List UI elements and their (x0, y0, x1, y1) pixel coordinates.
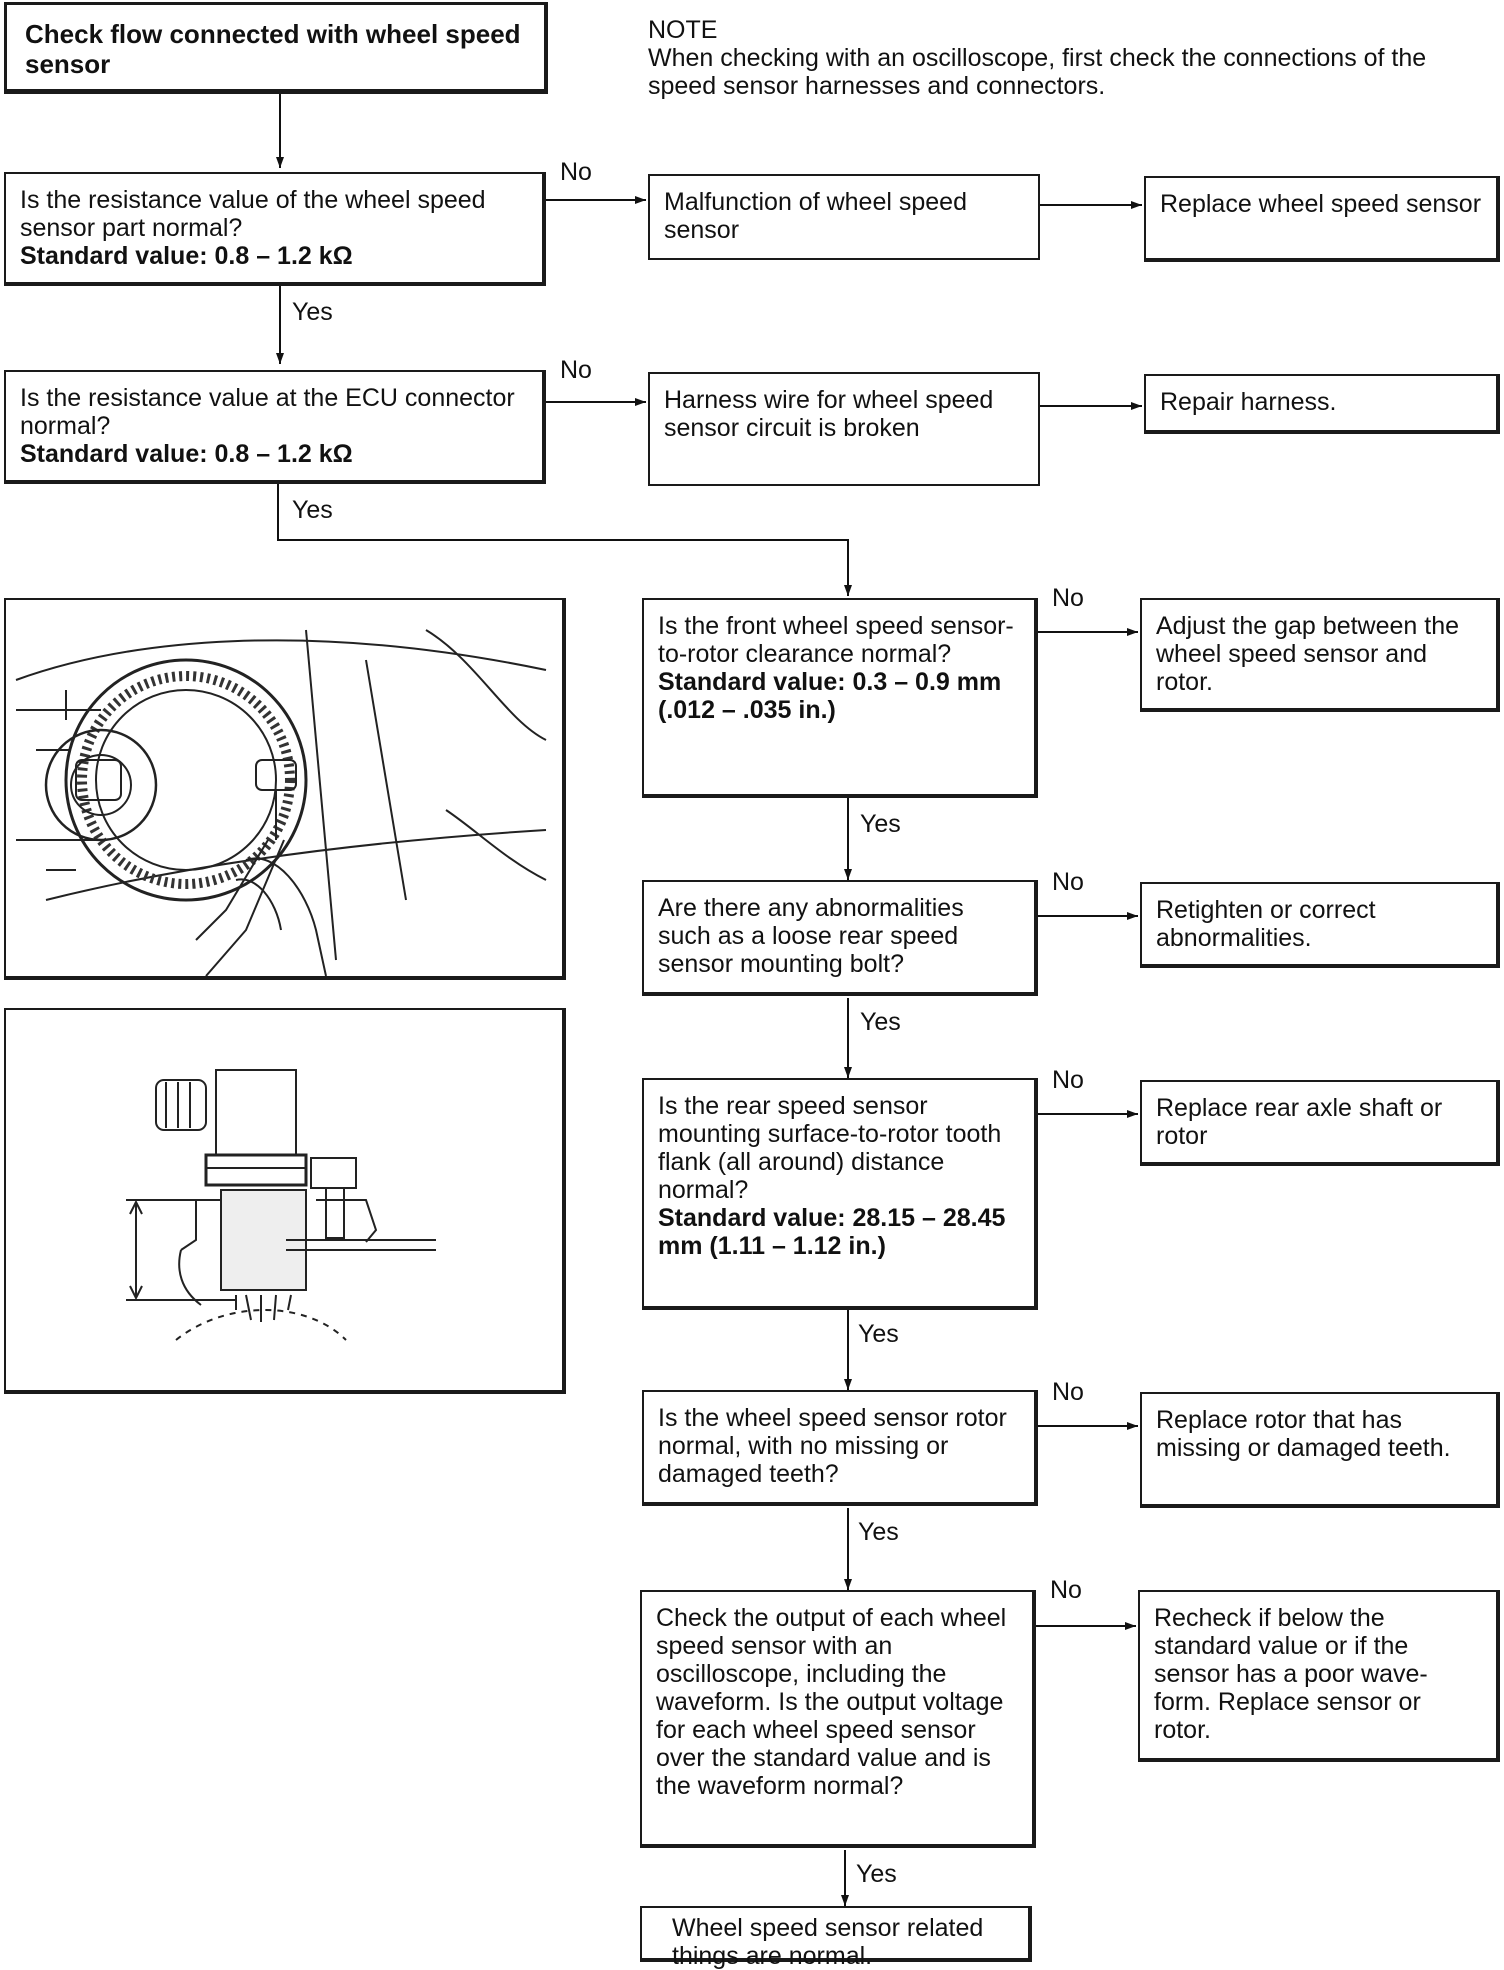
step-7-no-label: No (1050, 1576, 1082, 1604)
rear-sensor-illustration (126, 1069, 436, 1341)
action-3-text: Adjust the gap between the wheel speed s… (1156, 612, 1460, 696)
step-3-yes-label: Yes (860, 810, 901, 838)
step-4-no-label: No (1052, 868, 1084, 896)
front-wheel-sensor-illustration (15, 629, 547, 976)
action-2-text: Repair harness. (1160, 388, 1337, 416)
action-6-box: Replace rotor that has missing or damage… (1140, 1392, 1500, 1508)
step-1-standard: Standard value: 0.8 – 1.2 kΩ (20, 242, 353, 270)
step-7-question: Check the output of each wheel speed sen… (656, 1604, 1007, 1800)
action-3-box: Adjust the gap between the wheel speed s… (1140, 598, 1500, 712)
step-3-box: Is the front wheel speed sensor-to-rotor… (642, 598, 1038, 798)
action-6-text: Replace rotor that has missing or damage… (1156, 1406, 1451, 1462)
step-6-yes-label: Yes (858, 1518, 899, 1546)
step-3-no-label: No (1052, 584, 1084, 612)
step-2-standard: Standard value: 0.8 – 1.2 kΩ (20, 440, 353, 468)
diagnosis-1-box: Malfunction of wheel speed sensor (648, 174, 1040, 260)
step-5-question: Is the rear speed sensor mounting surfac… (658, 1092, 1002, 1204)
rear-sensor-mounting-figure (4, 1008, 566, 1394)
step-2-box: Is the resistance value at the ECU conne… (4, 370, 546, 484)
final-result-box: Wheel speed sensor related things are no… (640, 1906, 1032, 1970)
step-3-standard: Standard value: 0.3 – 0.9 mm (.012 – .03… (658, 668, 1002, 724)
step-5-yes-label: Yes (858, 1320, 899, 1348)
action-7-box: Recheck if below the standard value or i… (1138, 1590, 1500, 1762)
step-3-question: Is the front wheel speed sensor-to-rotor… (658, 612, 1014, 668)
step-2-no-label: No (560, 356, 592, 384)
step-5-box: Is the rear speed sensor mounting surfac… (642, 1078, 1038, 1310)
step-4-question: Are there any abnormalities such as a lo… (658, 894, 964, 978)
note: NOTE When checking with an oscilloscope,… (648, 16, 1488, 100)
step-6-question: Is the wheel speed sensor rotor normal, … (658, 1404, 1007, 1488)
step-5-no-label: No (1052, 1066, 1084, 1094)
step-4-yes-label: Yes (860, 1008, 901, 1036)
action-1-text: Replace wheel speed sensor (1160, 190, 1482, 218)
arrow-step2-to-step3 (277, 484, 852, 596)
step-2-yes-label: Yes (292, 496, 333, 524)
action-4-box: Retighten or correct abnormalities. (1140, 882, 1500, 968)
final-result-text: Wheel speed sensor related things are no… (672, 1914, 984, 1970)
note-text: When checking with an oscilloscope, firs… (648, 44, 1427, 100)
note-heading: NOTE (648, 16, 718, 44)
step-7-yes-label: Yes (856, 1860, 897, 1888)
step-6-box: Is the wheel speed sensor rotor normal, … (642, 1390, 1038, 1506)
action-4-text: Retighten or correct abnormalities. (1156, 896, 1376, 952)
action-1-box: Replace wheel speed sensor (1144, 176, 1500, 262)
step-6-no-label: No (1052, 1378, 1084, 1406)
diagnosis-2-box: Harness wire for wheel speed sensor circ… (648, 372, 1040, 486)
step-5-standard: Standard value: 28.15 – 28.45 mm (1.11 –… (658, 1204, 1006, 1260)
flow-title-box: Check flow connected with wheel speed se… (4, 2, 548, 94)
action-5-text: Replace rear axle shaft or rotor (1156, 1094, 1443, 1150)
step-1-no-label: No (560, 158, 592, 186)
step-2-question: Is the resistance value at the ECU conne… (20, 384, 515, 440)
diagnosis-1-text: Malfunction of wheel speed sensor (664, 188, 967, 244)
step-1-yes-label: Yes (292, 298, 333, 326)
front-wheel-sensor-figure (4, 598, 566, 980)
flow-title: Check flow connected with wheel speed se… (25, 19, 521, 79)
step-1-box: Is the resistance value of the wheel spe… (4, 172, 546, 286)
diagnosis-2-text: Harness wire for wheel speed sensor circ… (664, 386, 994, 442)
step-7-box: Check the output of each wheel speed sen… (640, 1590, 1036, 1848)
step-1-question: Is the resistance value of the wheel spe… (20, 186, 486, 242)
action-5-box: Replace rear axle shaft or rotor (1140, 1080, 1500, 1166)
step-4-box: Are there any abnormalities such as a lo… (642, 880, 1038, 996)
action-7-text: Recheck if below the standard value or i… (1154, 1604, 1428, 1744)
action-2-box: Repair harness. (1144, 374, 1500, 434)
